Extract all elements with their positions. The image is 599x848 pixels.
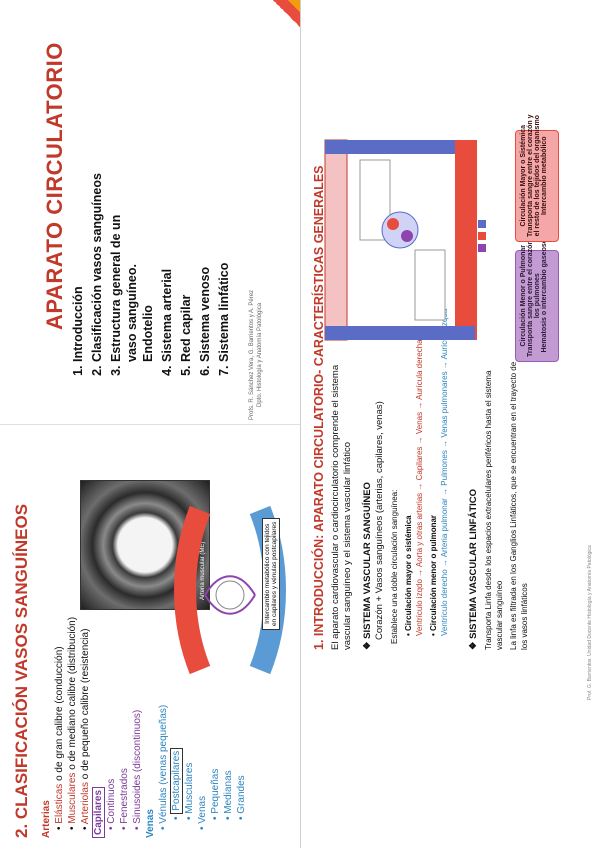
heart-chamber [401,230,413,242]
venous-return-lower [325,326,475,340]
box-line: Circulación Menor o Pulmonar [520,244,527,347]
box-line: Transporta sangre entre el corazón y [527,234,534,357]
list-item-text: Continuos [106,778,117,824]
list-item-text: o de pequeño calibre (resistencia) [80,628,91,783]
slide3-intro: El aparato cardiovascular o cardiocircul… [330,365,354,650]
list-item-text: Grandes [236,775,247,814]
svl-line: vascular sanguíneo [495,580,504,650]
list-item: • Continuos [106,778,117,830]
list-item-text: Medianas [223,770,234,814]
list-item-text: Venas [197,795,208,824]
circulation-mayor-text: Circulación mayor o sistémica [404,515,413,631]
capillary-shape [204,594,256,615]
box-line: Transporta sangre entre el corazón y [527,114,534,237]
heart-chamber [387,218,399,230]
list-item-term: Musculares [67,772,78,824]
authors-line: Profs. R. Sánchez Vera, G. Barrientos y … [249,289,255,420]
svl-line: los vasos linfáticos [520,583,529,650]
list-heading: Capilares [92,617,105,838]
slide-divider [300,0,301,848]
tissue-box [414,249,446,321]
list-item-term: Arteriolas [80,782,91,825]
list-item-term: Elásticas [54,783,65,824]
slide3-footer: Prof. G. Barrientos. Unidad Docente Hist… [587,545,593,700]
slide2-title: 2. CLASIFICACIÓN VASOS SANGUÍNEOS [12,503,31,838]
list-item-text: Pequeñas [210,768,221,814]
slide-divider-horizontal [0,424,300,425]
toc-item-text: Estructura general de un vaso sanguíneo.… [109,214,155,362]
circulation-box-text: Circulación Mayor o Sistémica Transporta… [520,114,548,237]
circulation-diagram [324,139,477,341]
toc-item: Estructura general de un vaso sanguíneo.… [108,212,156,362]
legend-swatch-capillary [478,244,486,252]
list-item-text: o de gran calibre (conducción) [54,646,65,784]
diagram-caption-box: Intercambio metabólico con tejidos en ca… [262,517,280,630]
circulation-box-text: Circulación Menor o Pulmonar Transporta … [520,234,548,357]
authors-line: Dpto. Histología y Anatomía Patológica [257,302,263,407]
intro-line: El aparato cardiovascular o cardiocircul… [330,364,341,650]
section-heading: ❖ SISTEMA VASCULAR LINFÁTICO [468,488,479,650]
heart-shape [381,211,419,249]
list-item: • Arteriolas o de pequeño calibre (resis… [80,628,91,830]
box-line: los pulmones [534,273,541,319]
artery-shape [174,505,211,675]
diagram-caption-line: en capilares y vénulas postcapilares [271,521,278,626]
venous-return [325,140,475,154]
capillary-shape [204,575,256,596]
toc-item: Sistema linfático [216,173,232,362]
svl-section: ❖ SISTEMA VASCULAR LINFÁTICO Transporta … [468,362,530,650]
table-of-contents: Introducción Clasificación vasos sanguín… [70,173,235,380]
list-item-text: o de mediano calibre (distribución) [67,616,78,773]
svl-line: La linfa es filtrada en los Ganglios Lin… [509,361,518,650]
box-line: Circulación Mayor o Sistémica [520,124,527,227]
list-item-text: Postcapilares [170,747,183,814]
section-heading-text: SISTEMA VASCULAR LINFÁTICO [468,488,479,639]
toc-item: Sistema venoso [197,173,213,362]
legend-swatch-arterial [478,232,486,240]
capilares-label: Capilares [92,786,105,838]
toc-item: Clasificación vasos sanguíneos [89,173,105,362]
list-heading: Venas [145,809,156,838]
circulation-mayor-box: Circulación Mayor o Sistémica Transporta… [515,114,559,242]
authors: Profs. R. Sánchez Vera, G. Barrientos y … [248,290,264,420]
box-line: el resto de los tejidos del organismo [534,115,541,237]
list-heading: Arterias [41,800,52,838]
legend-swatch-venous [478,220,486,228]
toc-item: Sistema arterial [159,173,175,362]
toc-item: Introducción [70,173,86,362]
circulation-menor-box: Circulación Menor o Pulmonar Transporta … [515,234,559,362]
list-item-text: Sinusoides (discontinuos) [132,709,143,824]
list-item: • Sinusoides (discontinuos) [132,709,143,830]
list-item: • Musculares o de mediano calibre (distr… [67,616,78,830]
list-item-text: Fenestrados [119,768,130,824]
list-item-text: Musculares [184,762,195,814]
list-item: • Fenestrados [119,768,130,830]
list-item: • Elásticas o de gran calibre (conducció… [54,646,65,830]
svl-line: Transporta Linfa desde los espacios extr… [484,370,493,650]
capillary-bed [215,580,245,610]
diagram-caption-line: Intercambio metabólico con tejidos [264,523,271,624]
box-line: Hematosis o intercambio gaseoso [541,238,548,353]
section-heading-text: SISTEMA VASCULAR SANGUÍNEO [362,482,373,639]
intro-line: vascular sanguíneo y el sistema vascular… [342,441,353,650]
slide1-title: APARATO CIRCULATORIO [42,42,67,330]
pulmonary-loop [324,139,348,341]
decorative-corner [270,0,300,30]
box-line: Intercambio metabólico [541,136,548,216]
systemic-artery [455,140,477,340]
circulation-menor-text: Circulación menor o pulmonar [429,514,438,631]
list-item-text: Vénulas (venas pequeñas) [158,704,169,824]
toc-item: Red capilar [178,173,194,362]
